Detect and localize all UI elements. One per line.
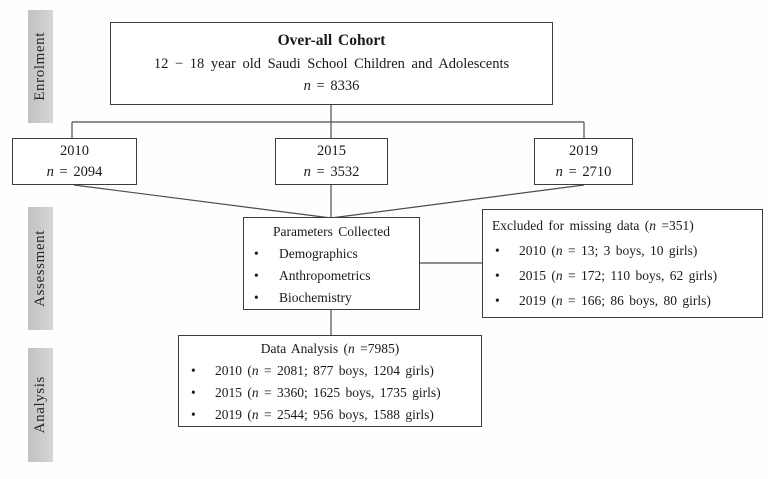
bullet-marker: • [191, 363, 196, 378]
excluded-item-text: 2015 (n = 172; 110 boys, 62 girls) [519, 268, 718, 283]
year-2019-box: 2019 n = 2710 [534, 138, 633, 185]
stage-label-analysis: Analysis [28, 348, 53, 462]
excluded-item-text: 2019 (n = 166; 86 boys, 80 girls) [519, 293, 711, 308]
stage-label-assessment-text: Assessment [32, 230, 48, 307]
data-analysis-box: Data Analysis (n =7985) • 2010 (n = 2081… [178, 335, 482, 427]
bullet-marker: • [254, 290, 259, 305]
excluded-missing-data-box: Excluded for missing data (n =351) • 201… [482, 209, 763, 318]
excluded-item: • 2010 (n = 13; 3 boys, 10 girls) [483, 238, 762, 263]
parameters-item: • Biochemistry [244, 287, 419, 309]
data-analysis-item-text: 2010 (n = 2081; 877 boys, 1204 girls) [215, 363, 434, 378]
year-2010-n-count: n = 2094 [46, 163, 103, 180]
excluded-item: • 2015 (n = 172; 110 boys, 62 girls) [483, 263, 762, 288]
parameters-item: • Anthropometrics [244, 265, 419, 287]
data-analysis-item-text: 2015 (n = 3360; 1625 boys, 1735 girls) [215, 385, 441, 400]
excluded-item: • 2019 (n = 166; 86 boys, 80 girls) [483, 288, 762, 313]
stage-label-enrolment: Enrolment [28, 10, 53, 123]
overall-cohort-box: Over-all Cohort 12 − 18 year old Saudi S… [110, 22, 553, 105]
data-analysis-item: • 2010 (n = 2081; 877 boys, 1204 girls) [179, 360, 481, 382]
stage-label-analysis-text: Analysis [32, 376, 48, 434]
bullet-marker: • [254, 268, 259, 283]
data-analysis-title: Data Analysis (n =7985) [260, 341, 400, 356]
year-2015-n-count: n = 3532 [303, 163, 360, 180]
stage-label-assessment: Assessment [28, 207, 53, 330]
cohort-n-count: n = 8336 [303, 78, 360, 95]
cohort-subtitle: 12 − 18 year old Saudi School Children a… [153, 55, 510, 72]
bullet-marker: • [254, 246, 259, 261]
excluded-item-text: 2010 (n = 13; 3 boys, 10 girls) [519, 243, 698, 258]
bullet-marker: • [495, 268, 500, 283]
data-analysis-item: • 2015 (n = 3360; 1625 boys, 1735 girls) [179, 382, 481, 404]
bullet-marker: • [495, 293, 500, 308]
data-analysis-item: • 2019 (n = 2544; 956 boys, 1588 girls) [179, 404, 481, 426]
parameters-item-text: Biochemistry [279, 290, 352, 305]
cohort-title: Over-all Cohort [277, 31, 386, 49]
year-2015-box: 2015 n = 3532 [275, 138, 388, 185]
bullet-marker: • [191, 385, 196, 400]
parameters-item: • Demographics [244, 243, 419, 265]
year-2019-label: 2019 [569, 142, 598, 159]
bullet-marker: • [191, 407, 196, 422]
parameters-title: Parameters Collected [272, 224, 391, 239]
parameters-collected-box: Parameters Collected • Demographics • An… [243, 217, 420, 310]
year-2010-label: 2010 [60, 142, 89, 159]
data-analysis-item-text: 2019 (n = 2544; 956 boys, 1588 girls) [215, 407, 434, 422]
parameters-item-text: Anthropometrics [279, 268, 371, 283]
bullet-marker: • [495, 243, 500, 258]
parameters-item-text: Demographics [279, 246, 358, 261]
stage-label-enrolment-text: Enrolment [32, 32, 48, 101]
excluded-title: Excluded for missing data (n =351) [492, 218, 694, 233]
year-2010-box: 2010 n = 2094 [12, 138, 137, 185]
year-2019-n-count: n = 2710 [555, 163, 612, 180]
year-2015-label: 2015 [317, 142, 346, 159]
